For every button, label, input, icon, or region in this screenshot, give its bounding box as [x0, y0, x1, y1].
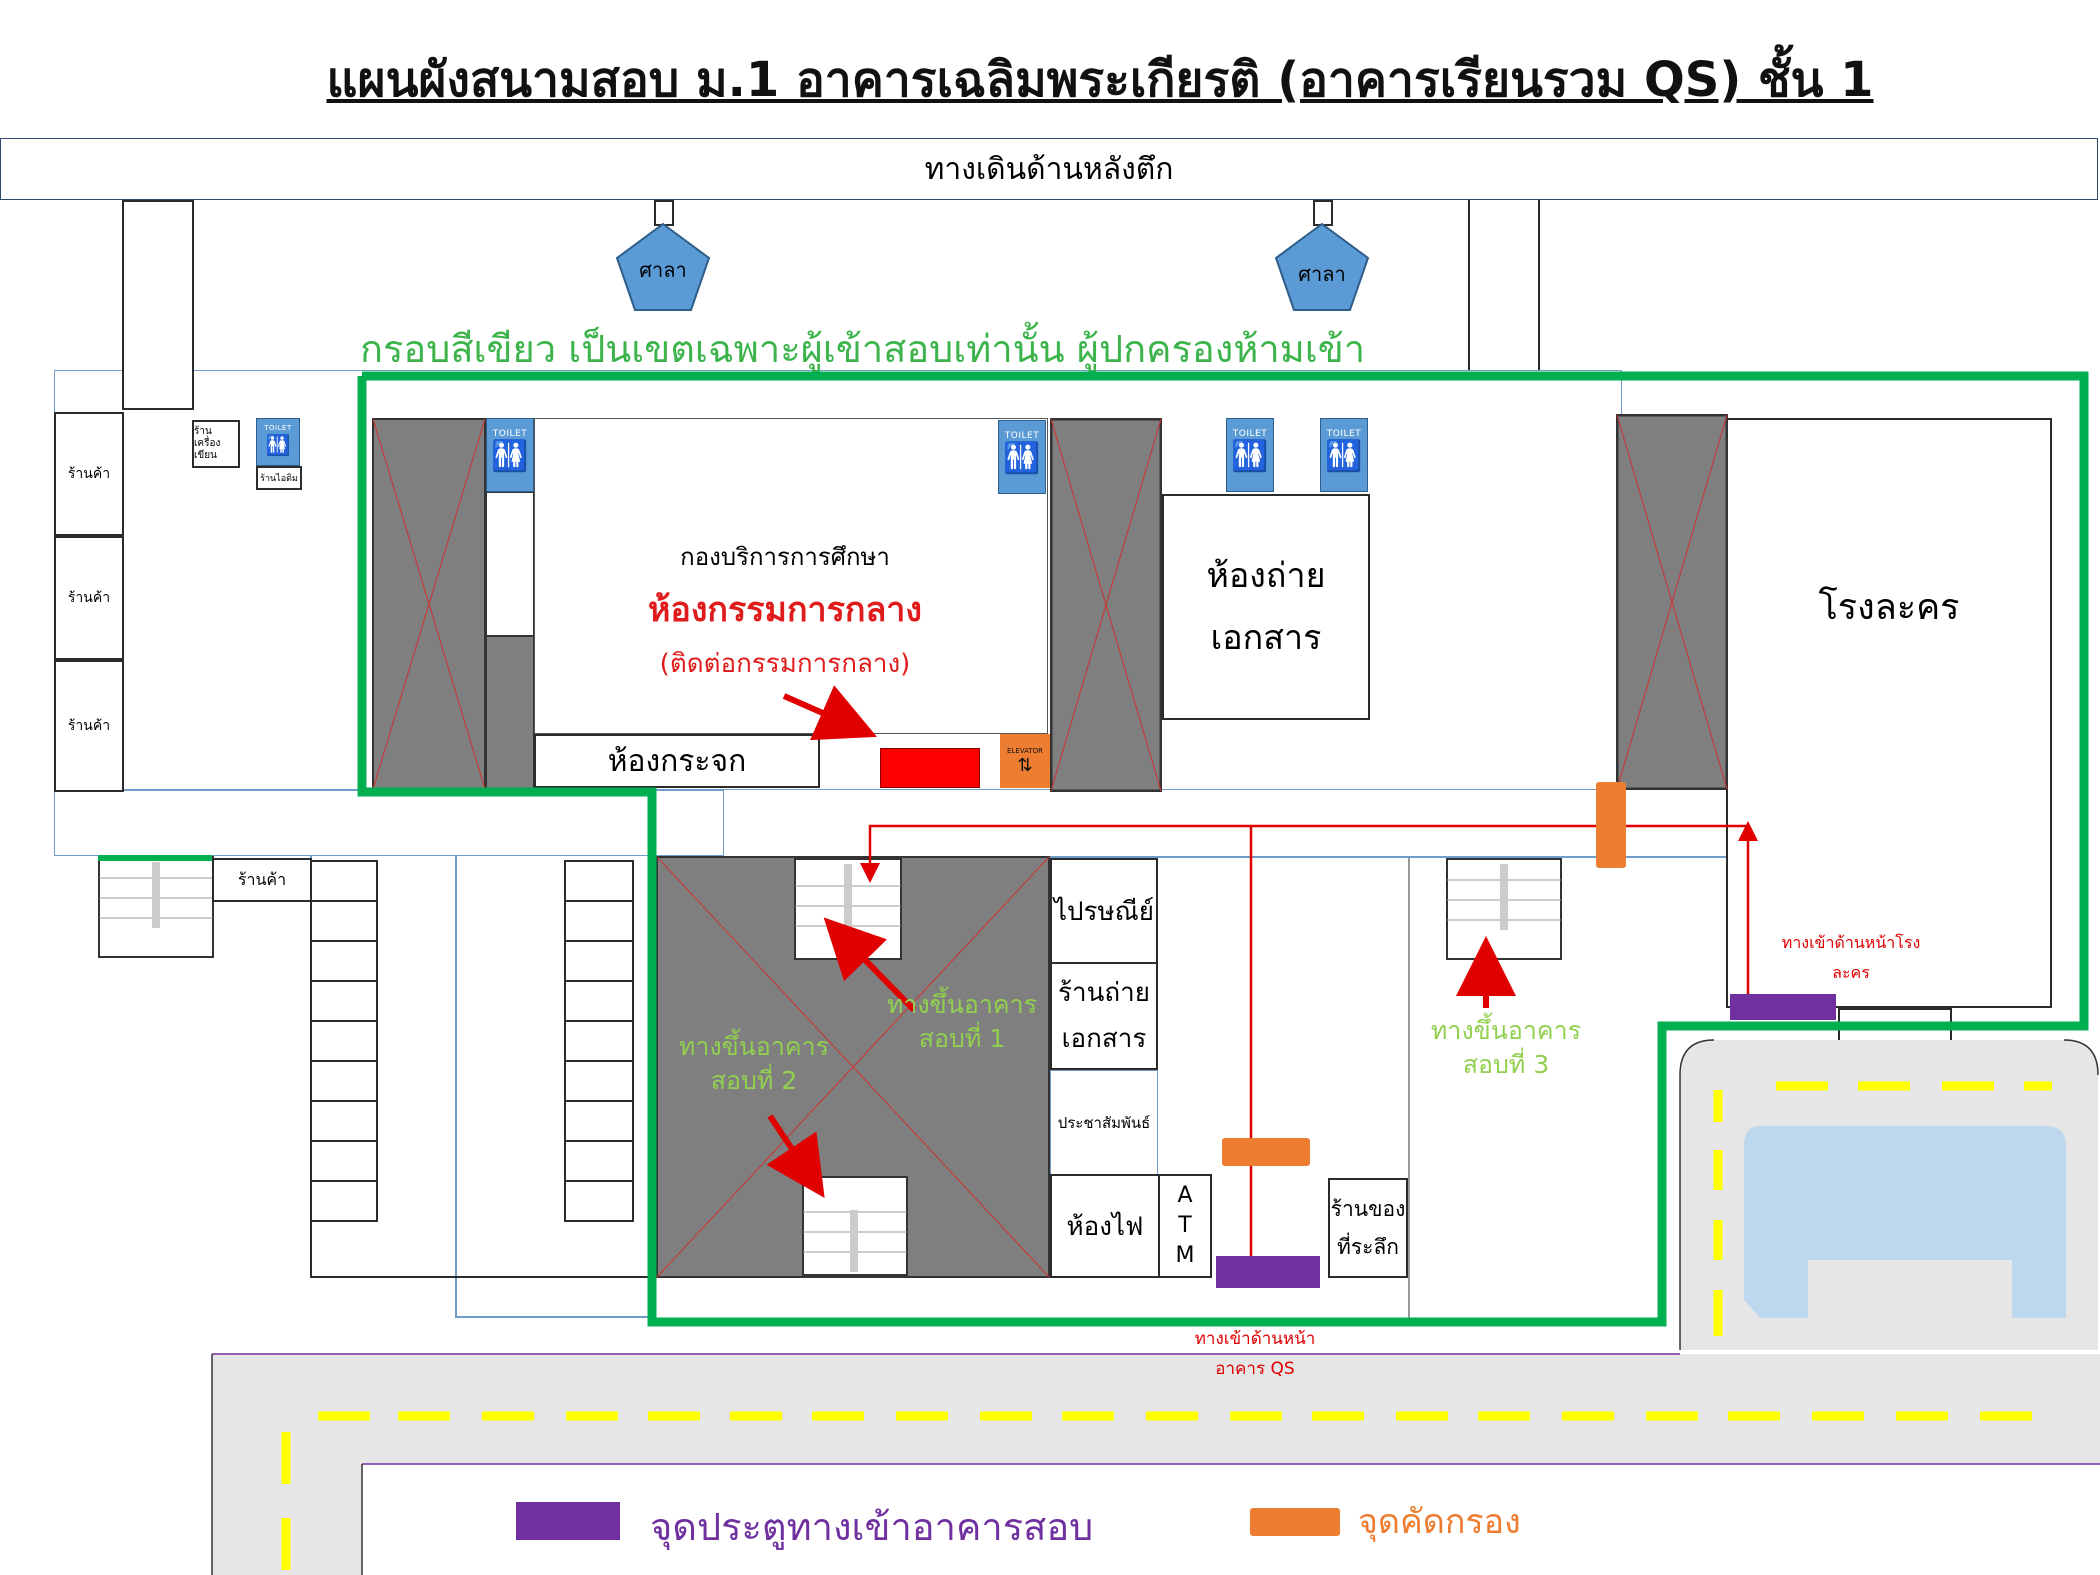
stairs-left	[98, 856, 214, 958]
back-walkway-label: ทางเดินด้านหลังตึก	[924, 151, 1174, 187]
thin-column	[486, 492, 534, 636]
stairs-2-label: ทางขึ้นอาคารสอบที่ 2	[678, 1032, 830, 1095]
stairs-2	[802, 1176, 908, 1276]
legend-entrance-label: จุดประตูทางเข้าอาคารสอบ	[650, 1505, 1094, 1549]
stall-column	[564, 860, 634, 1260]
stairs-3-label: ทางขึ้นอาคารสอบที่ 3	[1430, 1016, 1582, 1079]
elevator-icon: ⇅	[1017, 754, 1033, 776]
toilet-icon: 🚻	[265, 433, 291, 457]
stall-line	[310, 1218, 312, 1278]
post-office: ไปรษณีย์	[1050, 858, 1158, 964]
screening-point	[1222, 1138, 1310, 1166]
toilet-icon: 🚻	[1325, 439, 1363, 474]
qs-entrance-label: ทางเข้าด้านหน้าอาคาร QS	[1194, 1329, 1316, 1379]
ice-cream-shop: ร้านไอติม	[256, 466, 302, 490]
corridor	[122, 200, 194, 410]
toilet: TOILET🚻	[486, 418, 534, 492]
toilet: TOILET🚻	[1226, 418, 1274, 492]
toilet: TOILET🚻	[1320, 418, 1368, 492]
theater-entrance-label: ทางเข้าด้านหน้าโรงละคร	[1781, 933, 1921, 982]
corridor-line	[1538, 200, 1540, 370]
wall-line	[1408, 858, 1410, 1318]
central-office: กองบริการการศึกษา ห้องกรรมการกลาง (ติดต่…	[534, 418, 1048, 734]
entrance-point	[1730, 994, 1836, 1020]
column	[372, 418, 486, 790]
shop-bottom: ร้านค้า	[212, 858, 312, 902]
corridor-line	[1468, 200, 1470, 370]
stall-line	[310, 1276, 656, 1278]
toilet-small: TOILET 🚻	[256, 418, 300, 466]
sala-label: ศาลา	[1298, 262, 1346, 286]
column	[1616, 414, 1728, 790]
shop: ร้านค้า	[54, 660, 124, 792]
sala-label: ศาลา	[639, 258, 687, 282]
legend-screening-label: จุดคัดกรอง	[1358, 1502, 1521, 1542]
sala-shape	[1274, 222, 1370, 311]
legend-entrance-swatch	[516, 1502, 620, 1540]
toilet-icon: 🚻	[1003, 441, 1041, 476]
theater: โรงละคร	[1726, 418, 2052, 1008]
elevator-label: ELEVATOR	[1007, 746, 1043, 755]
mirror-room: ห้องกระจก	[534, 734, 820, 788]
copy-shop: ร้านถ่ายเอกสาร	[1050, 962, 1158, 1070]
stairs-1-label: ทางขึ้นอาคารสอบที่ 1	[886, 990, 1038, 1053]
page-title: แผนผังสนามสอบ ม.1 อาคารเฉลิมพระเกียรติ (…	[326, 52, 1874, 108]
column	[1050, 418, 1162, 792]
shop: ร้านค้า	[54, 412, 124, 536]
zone-notice: กรอบสีเขียว เป็นเขตเฉพาะผู้เข้าสอบเท่านั…	[360, 327, 1366, 371]
screening-point	[1596, 782, 1626, 868]
legend-screening-swatch	[1250, 1508, 1340, 1536]
atm: ATM	[1158, 1174, 1212, 1278]
electric-room: ห้องไฟ	[1050, 1174, 1160, 1278]
stationery-shop: ร้านเครื่องเขียน	[192, 420, 240, 468]
dept-label: กองบริการการศึกษา	[680, 542, 890, 571]
toilet: TOILET🚻	[998, 420, 1046, 494]
shop: ร้านค้า	[54, 536, 124, 660]
stall-column	[310, 860, 378, 1278]
entrance-point	[1216, 1256, 1320, 1288]
committee-room-marker	[880, 748, 980, 788]
toilet-icon: 🚻	[1231, 439, 1269, 474]
souvenir-shop: ร้านของที่ระลึก	[1328, 1178, 1408, 1278]
committee-contact-label: (ติดต่อกรรมการกลาง)	[659, 648, 911, 679]
committee-room-label: ห้องกรรมการกลาง	[647, 590, 922, 630]
outline	[455, 856, 457, 1316]
elevator: ELEVATOR ⇅	[1000, 734, 1050, 788]
sala-shape	[615, 222, 711, 311]
copy-room: ห้องถ่ายเอกสาร	[1162, 494, 1370, 720]
back-walkway: ทางเดินด้านหลังตึก	[0, 138, 2098, 200]
toilet-icon: 🚻	[491, 439, 529, 474]
